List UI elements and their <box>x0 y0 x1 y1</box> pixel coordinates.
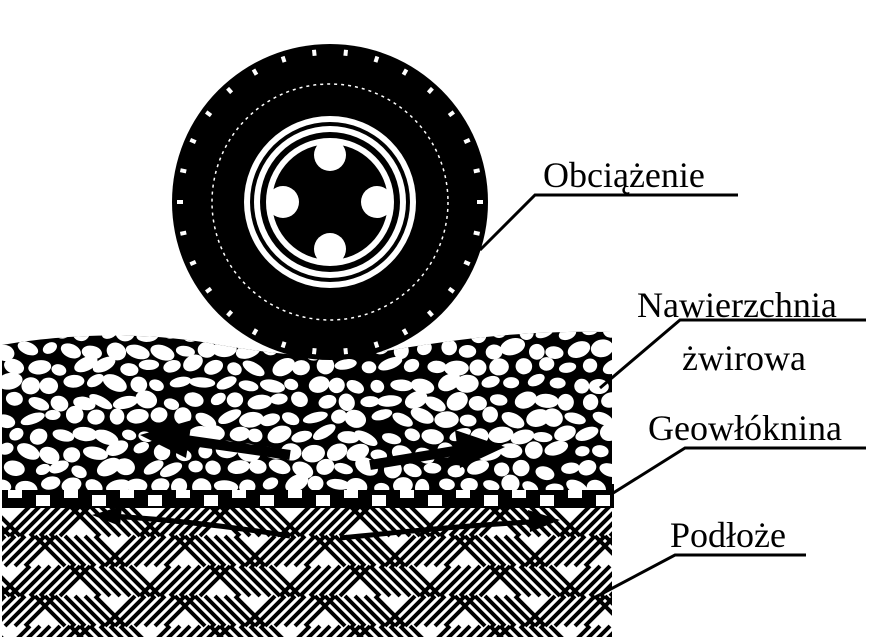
gravel-surface-label-line2: żwirowa <box>682 338 806 378</box>
leader-load <box>478 193 738 252</box>
arrow-right-icon <box>369 445 461 470</box>
tension-arrow-right-icon <box>339 519 531 541</box>
geotextile-tension-arrows <box>92 506 560 541</box>
leader-lines <box>478 193 866 602</box>
leader-geotextile <box>609 446 866 497</box>
arrow-left-icon <box>184 435 291 460</box>
leader-subgrade <box>589 553 806 602</box>
load-label: Obciążenie <box>543 155 705 195</box>
wheel-load-icon <box>172 44 488 360</box>
leader-surface <box>599 318 866 390</box>
subgrade-layer <box>2 506 612 637</box>
arrowhead-left-icon <box>140 420 192 458</box>
subgrade-label: Podłoże <box>670 515 786 555</box>
tension-arrowhead-right-icon <box>528 510 560 532</box>
gravel-surface-label-line1: Nawierzchnia <box>637 285 837 325</box>
tension-arrowhead-left-icon <box>92 506 122 526</box>
geotextile-label: Geowłóknina <box>648 408 842 448</box>
load-spread-arrows <box>140 420 505 470</box>
tension-arrow-left-icon <box>109 513 291 539</box>
arrowhead-right-icon <box>455 430 505 468</box>
